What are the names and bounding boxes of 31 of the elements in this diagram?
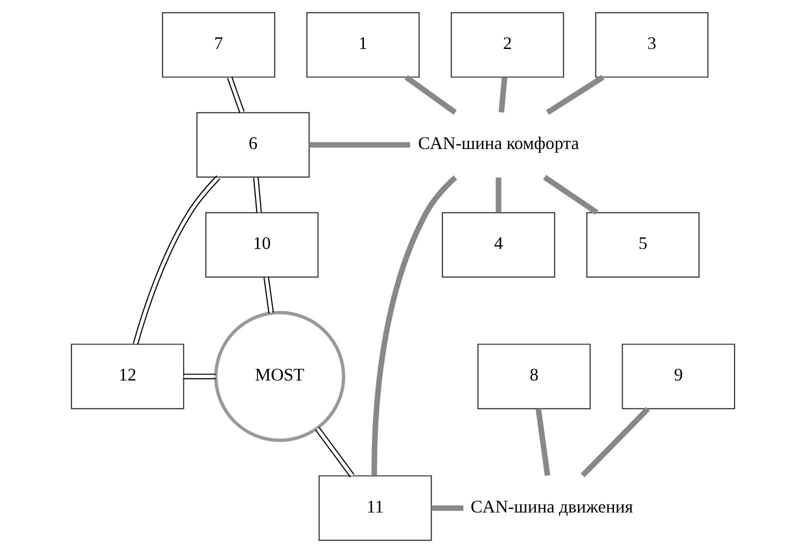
node-box: 5 <box>586 212 700 278</box>
node-box: 10 <box>204 212 318 278</box>
connector <box>183 374 216 380</box>
node-box: 9 <box>621 344 735 410</box>
node-text: CAN-шина комфорта <box>418 133 578 154</box>
node-box: 2 <box>450 12 564 78</box>
connector <box>546 74 604 115</box>
connector <box>535 408 550 476</box>
connector <box>580 406 650 478</box>
connector <box>226 76 244 114</box>
node-box: 3 <box>594 12 708 78</box>
node-circle: MOST <box>214 310 345 442</box>
node-box: 7 <box>161 12 275 78</box>
node-box: 6 <box>196 112 310 178</box>
node-text: CAN-шина движения <box>470 496 633 516</box>
connector <box>371 175 457 476</box>
connector <box>498 77 507 113</box>
node-box: 8 <box>476 344 590 410</box>
connector <box>132 175 220 345</box>
connector <box>252 177 262 213</box>
connector <box>308 142 410 148</box>
node-box: 11 <box>318 475 432 541</box>
connector <box>430 505 463 511</box>
connector <box>542 174 598 215</box>
node-box: 1 <box>306 12 420 78</box>
node-box: 12 <box>70 344 184 410</box>
connector <box>262 276 274 314</box>
connector <box>404 74 456 115</box>
node-box: 4 <box>441 212 555 278</box>
connector <box>495 177 501 212</box>
connector <box>314 426 354 478</box>
